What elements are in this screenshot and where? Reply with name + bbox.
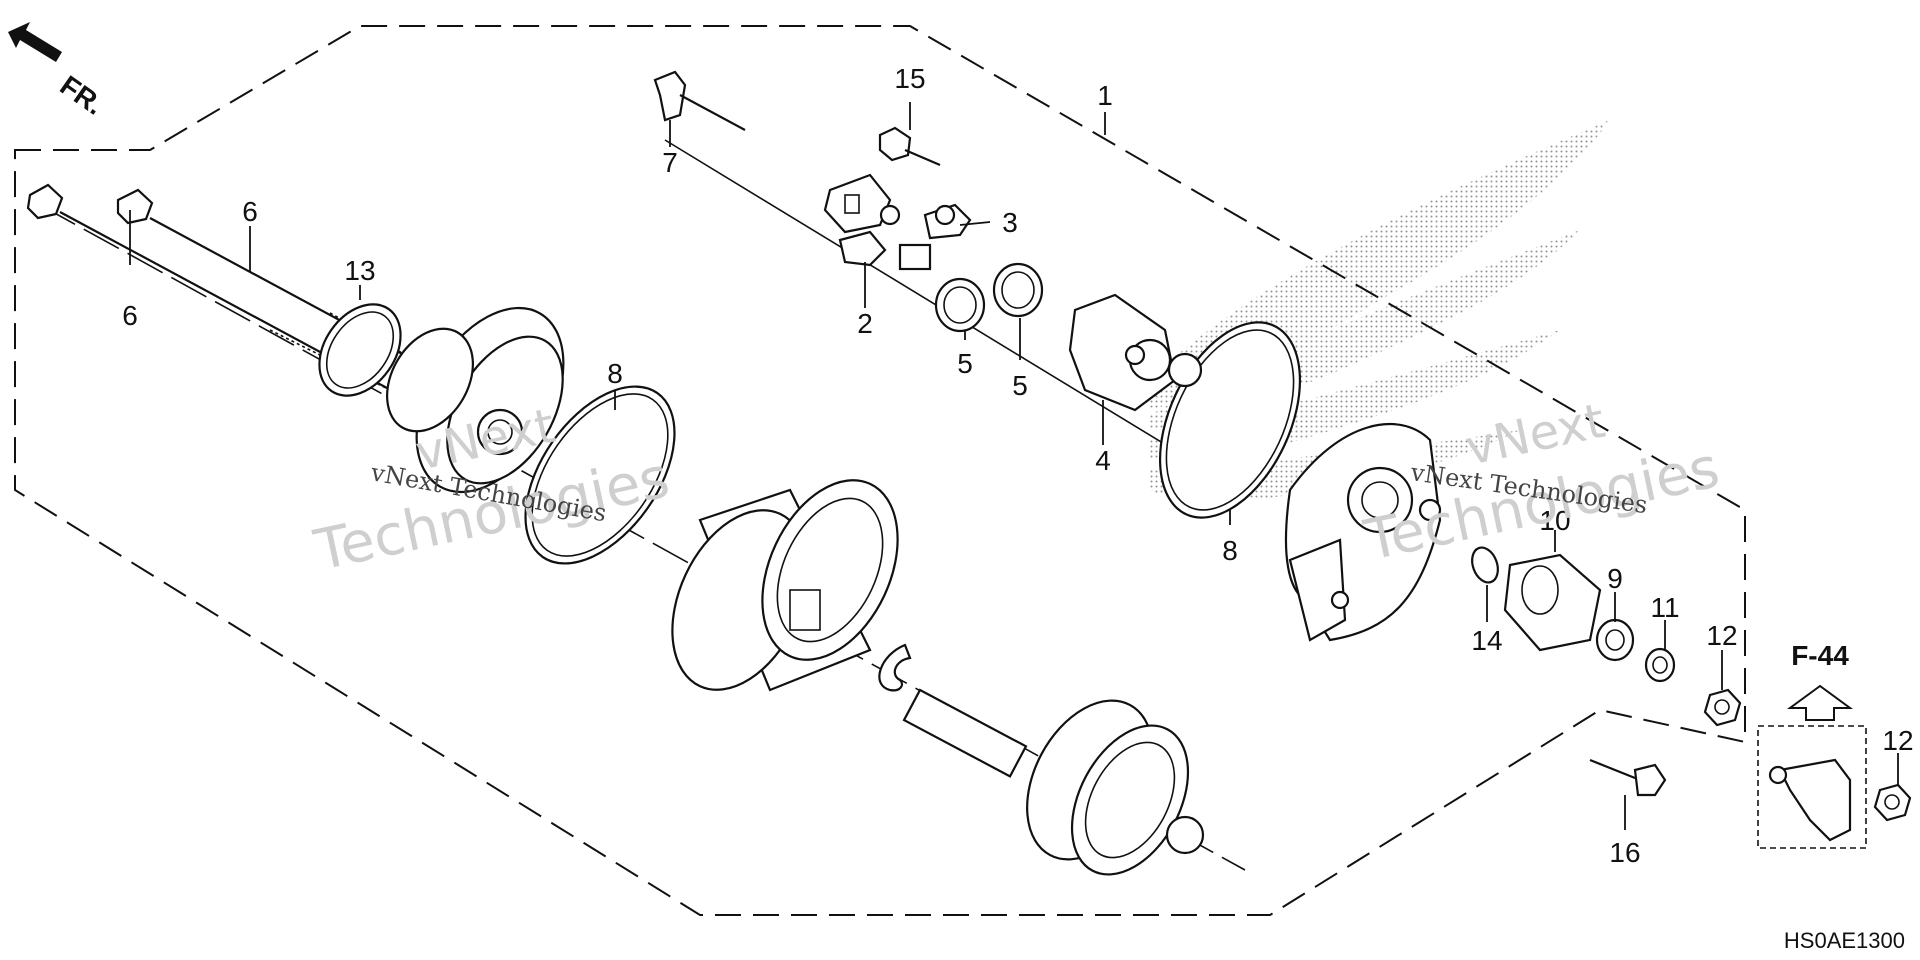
leader-lines [129, 102, 1899, 830]
callout-2: 2 [857, 308, 873, 339]
callout-11: 11 [1650, 592, 1679, 623]
bolt-7 [653, 70, 746, 131]
axis-line [39, 204, 1246, 871]
callout-16: 16 [1609, 837, 1640, 868]
o-ring-large-left [524, 385, 676, 565]
nut-12b [1873, 783, 1912, 822]
callout-3: 3 [1002, 207, 1018, 238]
motor-case [671, 479, 899, 692]
callout-6b: 6 [122, 300, 138, 331]
bolt-15 [878, 126, 941, 167]
watermark: vNext Technologies vNext Technologies vN… [308, 393, 1724, 584]
springs [934, 262, 1044, 333]
bushing-10 [1503, 553, 1602, 652]
callout-8a: 8 [607, 358, 623, 389]
callout-6a: 6 [242, 196, 258, 227]
nut-12 [1703, 688, 1742, 727]
armature [902, 688, 1205, 876]
arrow-up-left-icon [8, 22, 62, 62]
diagram-code: HS0AE1300 [1784, 928, 1905, 953]
callout-12b: 12 [1882, 725, 1913, 756]
washer-14 [1471, 546, 1499, 584]
callout-8b: 8 [1222, 535, 1238, 566]
hollow-arrow-up-icon [1786, 684, 1854, 721]
callout-5a: 5 [957, 348, 973, 379]
callout-9: 9 [1607, 563, 1623, 594]
direction-label: FR. [55, 70, 110, 121]
bolt-16 [1589, 758, 1667, 797]
reference-label: F-44 [1791, 640, 1849, 671]
callout-4: 4 [1095, 445, 1111, 476]
callout-14: 14 [1471, 625, 1502, 656]
callout-15: 15 [894, 63, 925, 94]
brush-holder-block [1068, 293, 1203, 412]
o-ring-small [318, 303, 402, 397]
brush-holder-parts [823, 173, 972, 271]
callout-5b: 5 [1012, 370, 1028, 401]
washer-9 [1595, 618, 1635, 662]
assembly-boundary [14, 25, 1746, 916]
rear-cover [386, 306, 565, 494]
callout-1: 1 [1097, 80, 1113, 111]
retaining-clip [878, 643, 912, 692]
washer-11 [1644, 647, 1676, 683]
callout-10: 10 [1539, 505, 1570, 536]
reference-part [1768, 758, 1852, 842]
callout-12a: 12 [1706, 620, 1737, 651]
reference-box [1757, 725, 1867, 849]
callout-13: 13 [344, 255, 375, 286]
callout-7: 7 [662, 147, 678, 178]
front-cover [1284, 422, 1442, 642]
